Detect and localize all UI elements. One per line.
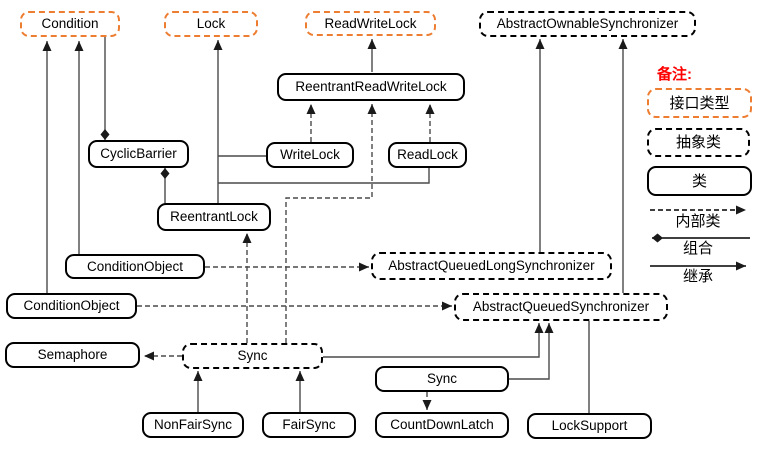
node-readlock: ReadLock <box>388 142 467 168</box>
node-cyclicbarrier: CyclicBarrier <box>88 140 189 168</box>
node-readwritelock: ReadWriteLock <box>305 11 436 36</box>
edge-syncinner-rrwl-inner <box>285 104 377 343</box>
legend-item-class: 类 <box>647 166 752 196</box>
legend-title: 备注: <box>657 66 692 83</box>
legend-item-abstract: 抽象类 <box>647 128 750 157</box>
node-semaphore: Semaphore <box>5 342 140 368</box>
legend-item-interface: 接口类型 <box>647 88 752 118</box>
edge-readlock-lock-join <box>218 168 430 184</box>
node-countdownlatch: CountDownLatch <box>375 412 509 438</box>
node-rrwl: ReentrantReadWriteLock <box>277 73 465 101</box>
edge-syncinner-aqs <box>323 323 544 358</box>
node-locksupport: LockSupport <box>527 413 652 439</box>
node-condition: Condition <box>20 11 120 37</box>
node-conditionobject1: ConditionObject <box>65 254 205 279</box>
node-lock: Lock <box>164 11 258 37</box>
node-nonfairsync: NonFairSync <box>142 412 244 438</box>
legend-item-inner-class: 内部类 <box>675 213 721 230</box>
legend-item-composition: 组合 <box>682 240 713 257</box>
node-reentrantlock: ReentrantLock <box>157 203 271 231</box>
node-writelock: WriteLock <box>266 142 354 168</box>
edge-synccdl-aqs <box>509 323 554 380</box>
node-fairsync: FairSync <box>262 412 356 438</box>
node-conditionobject2: ConditionObject <box>6 293 137 319</box>
node-sync-inner: Sync <box>182 343 323 369</box>
legend-item-inheritance: 继承 <box>682 268 713 285</box>
node-aos: AbstractOwnableSynchronizer <box>479 11 696 37</box>
node-aqls: AbstractQueuedLongSynchronizer <box>371 252 612 280</box>
node-sync-cdl: Sync <box>375 366 509 392</box>
node-aqs: AbstractQueuedSynchronizer <box>454 293 668 321</box>
